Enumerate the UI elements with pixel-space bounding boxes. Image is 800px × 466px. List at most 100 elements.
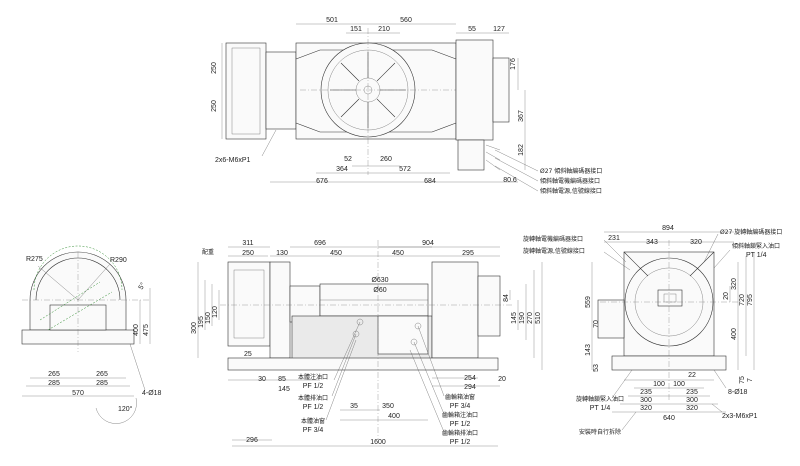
side-dim-right-1: 475 [143,324,150,336]
end-note-leader [711,403,723,413]
front-dim-right-4: 510 [535,312,542,324]
side-holes: 4-Ø18 [142,390,162,397]
end-callout-top-left-0: 旋轉軸電機編碼器接口 [523,235,583,243]
top-counterweight-block [225,42,267,140]
end-note-bottom-leader [621,411,637,431]
end-dim-bottom-6: 300 [686,397,698,404]
end-dim-right-1: 320 [731,278,738,290]
end-dim-left-2: 143 [585,344,592,356]
end-side-motor [597,299,625,339]
end-dim-bottom-4: 235 [686,389,698,396]
front-dim-bottom-4: 350 [382,403,394,410]
end-dim-top-0: 894 [662,225,674,232]
end-dim-bottom-7: 320 [640,405,652,412]
front-dim-right-1: 145 [511,312,518,324]
top-counterweight-inner [231,47,261,135]
top-dim-left-1: 250 [211,100,218,112]
front-note-right-1-name: 齒輪箱注油口 [442,411,478,419]
top-dim-top-1: 560 [400,17,412,24]
end-callout-bottom-left-spec: PT 1/4 [590,405,611,412]
top-callout-2: 傾斜軸電源,信號線接口 [540,187,602,195]
end-dim-bottom-1: 100 [653,381,665,388]
front-gear-oil-fill [410,338,418,346]
front-bore-0: Ø630 [371,277,388,284]
top-dim-top-5: 127 [493,26,505,33]
front-dim-bottom-5: 400 [388,413,400,420]
side-view: R275 R290 5° 400 475 265 265 285 285 570… [21,245,162,424]
front-note-left-0-name: 本體注油口 [298,373,328,381]
front-dim-right-3: 270 [527,312,534,324]
end-dim-left-0: 559 [585,296,592,308]
end-dim-bottom-8: 320 [686,405,698,412]
end-note-bottom-right: 2x3-M6xP1 [722,413,758,420]
end-callout-leader-right [713,249,731,269]
end-dim-bottom-2: 100 [673,381,685,388]
front-left-bearing [269,261,291,359]
side-radius-0: R275 [26,256,43,263]
top-note-leader [261,129,277,157]
side-dim-bottom-2: 285 [48,380,60,387]
front-gear-oil-window [414,322,422,330]
side-angle-bottom: 120° [118,405,133,413]
front-motor [477,275,501,337]
front-right-note-leaders [409,325,445,433]
end-dimension-lines [591,231,755,413]
top-dim-bottom-0: 52 [344,156,352,163]
top-gearbox [455,39,494,141]
side-radius-1: R290 [110,257,127,264]
front-note-left-2-name: 本體油窗 [301,417,325,425]
front-dim-bottom-9: 296 [246,437,258,444]
front-dim-bottom-8: 20 [498,376,506,383]
front-dim-bottom-2: 145 [278,386,290,393]
top-dim-bottom-3: 572 [399,166,411,173]
front-dim-top-0: 311 [242,240,253,247]
side-dim-right-0: 400 [133,324,140,336]
side-tilt-envelope [39,281,113,331]
side-radius-leaders [37,263,111,301]
side-angle: 5° [137,281,147,291]
front-dim-bottom-3: 35 [350,403,358,410]
side-angle-arc [95,397,137,424]
front-bore-1: Ø60 [373,287,386,294]
front-gear-cover [377,315,429,355]
top-dim-right-1: 367 [518,110,525,122]
front-view: 配重 311 250 130 696 450 450 904 295 300 1… [191,240,543,447]
end-callout-leader-top-right [703,233,719,263]
front-dim-left-3: 120 [212,306,219,318]
end-callout-top-left-1: 旋轉軸電源,信號線接口 [523,247,585,255]
front-dim-right-0: 84 [503,294,510,302]
front-base [227,357,499,371]
front-gearbox [431,261,479,359]
end-dim-right-6: 7 [747,378,754,382]
top-dim-bottom-1: 260 [380,156,392,163]
front-note-left-1-name: 本體排油口 [298,394,328,402]
top-connector-leads [485,144,501,171]
end-callout-top-right: Ø27 旋轉軸編碼器接口 [720,228,782,236]
end-callout-leader-bottom-left [611,369,633,399]
front-oil-fill-port [356,318,364,326]
end-dim-left-3: 53 [593,364,600,372]
end-dim-bottom-0: 22 [688,372,696,379]
front-dim-left-1: 195 [198,316,205,328]
front-dim-top-1: 250 [242,250,254,257]
end-dim-bottom-9: 640 [663,415,675,422]
end-callout-right-spec: PT 1/4 [746,252,767,259]
front-note-left-0-spec: PF 1/2 [303,383,324,390]
front-dim-top-3: 696 [314,240,326,247]
front-dim-left-0: 300 [191,322,198,334]
end-dim-right-0: 20 [723,292,730,300]
front-note-right-0-spec: PF 3/4 [450,403,471,410]
end-view: 旋轉軸電機編碼器接口 旋轉軸電源,信號線接口 Ø27 旋轉軸編碼器接口 傾斜軸鎖… [523,225,782,436]
side-inner-arc [35,257,121,301]
end-dim-right-3: 795 [747,294,754,306]
end-dim-right-5: 75 [739,376,746,384]
top-callout-leader-0 [494,149,539,172]
front-note-right-1-spec: PF 1/2 [450,421,471,428]
front-counterweight-inner [233,269,265,339]
front-dim-bottom-0: 30 [258,376,266,383]
end-corner-ribs [623,251,715,277]
top-dim-left-0: 250 [211,62,218,74]
front-dim-top-5: 450 [392,250,404,257]
top-dim-bottom-5: 684 [424,178,436,185]
front-dimension-lines [197,246,543,447]
